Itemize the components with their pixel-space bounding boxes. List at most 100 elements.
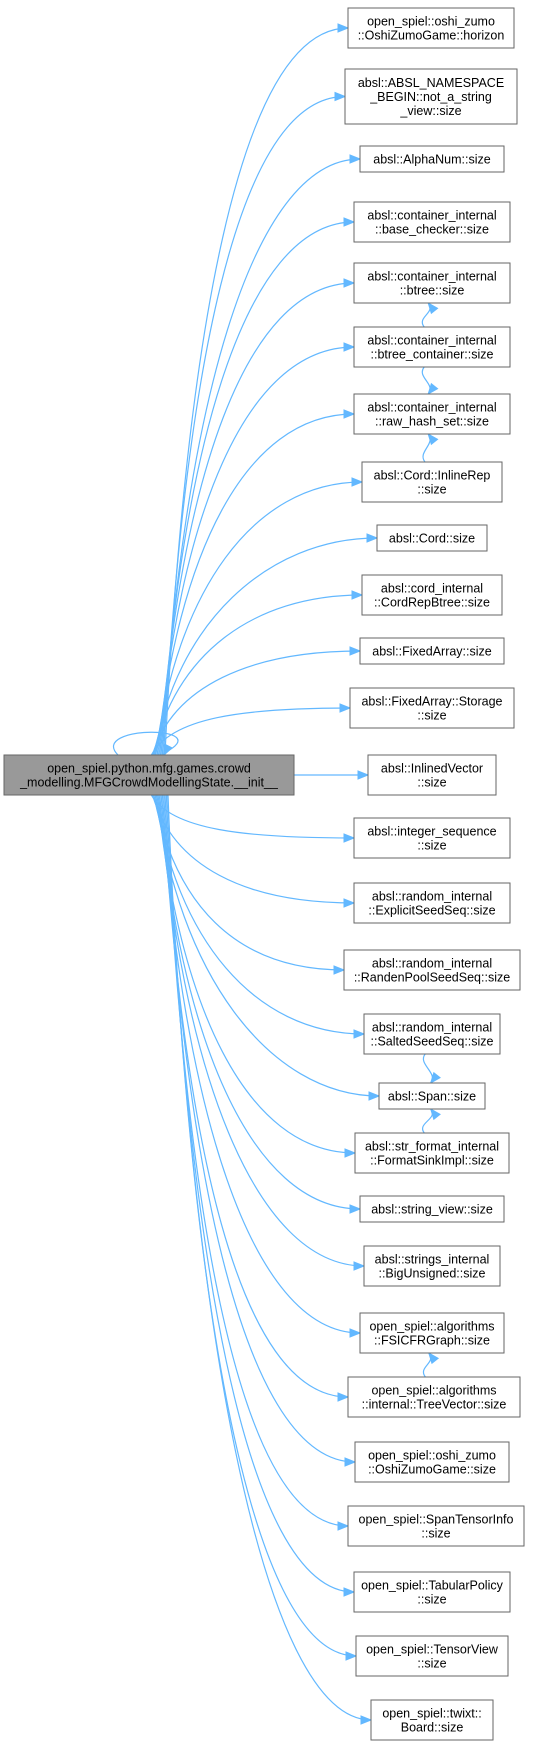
edge-root-n9 xyxy=(153,590,364,756)
node-label-line: absl::AlphaNum::size xyxy=(373,153,490,167)
edge-root-n7 xyxy=(155,477,364,756)
node-n7[interactable]: absl::Cord::InlineRep::size xyxy=(361,461,503,503)
edge-arrowhead xyxy=(349,1328,362,1338)
edge-arrowhead xyxy=(353,1261,366,1271)
node-n3[interactable]: absl::container_internal::base_checker::… xyxy=(353,201,511,243)
node-box xyxy=(349,687,515,729)
node-label-line: ::RandenPoolSeedSeq::size xyxy=(354,971,510,985)
edge-arrowhead xyxy=(343,278,356,288)
edge-arrowhead xyxy=(339,703,352,713)
node-label-line: open_spiel::TensorView xyxy=(366,1643,499,1657)
node-box xyxy=(359,1312,505,1354)
node-label-line: ::CordRepBtree::size xyxy=(374,596,490,610)
node-n12[interactable]: absl::InlinedVector::size xyxy=(367,754,497,796)
node-label-line: ::size xyxy=(417,483,446,497)
edge-n16-n17 xyxy=(422,1053,441,1085)
node-n26[interactable]: open_spiel::TensorView::size xyxy=(355,1635,509,1677)
edge-arrowhead xyxy=(360,1715,373,1725)
node-n27[interactable]: open_spiel::twixt::Board::size xyxy=(370,1699,494,1741)
node-n2[interactable]: absl::AlphaNum::size xyxy=(359,145,505,173)
node-n10[interactable]: absl::FixedArray::size xyxy=(359,637,505,665)
node-label-line: absl::random_internal xyxy=(372,1021,492,1035)
node-n11[interactable]: absl::FixedArray::Storage::size xyxy=(349,687,515,729)
node-label-line: absl::string_view::size xyxy=(371,1203,493,1217)
edge-root-n22 xyxy=(161,794,350,1402)
node-n6[interactable]: absl::container_internal::raw_hash_set::… xyxy=(353,393,511,435)
node-box xyxy=(367,754,497,796)
node-box xyxy=(353,393,511,435)
edge-root-n10 xyxy=(151,646,362,756)
node-label-line: ::size xyxy=(417,1593,446,1607)
node-label-line: ::SaltedSeedSeq::size xyxy=(371,1035,494,1049)
node-label-line: open_spiel::algorithms xyxy=(369,1320,494,1334)
node-label-line: open_spiel::algorithms xyxy=(371,1384,496,1398)
node-n14[interactable]: absl::random_internal::ExplicitSeedSeq::… xyxy=(353,882,511,924)
root-node[interactable]: open_spiel.python.mfg.games.crowd_modell… xyxy=(3,754,295,796)
node-label-line: absl::InlinedVector xyxy=(381,762,483,776)
node-label-line: ::btree::size xyxy=(400,284,465,298)
node-label-line: absl::strings_internal xyxy=(375,1253,490,1267)
node-box xyxy=(359,637,505,665)
node-box xyxy=(353,817,511,859)
node-n24[interactable]: open_spiel::SpanTensorInfo::size xyxy=(347,1505,525,1547)
edge-n18-n17 xyxy=(422,1107,441,1134)
node-box xyxy=(353,201,511,243)
edge-arrowhead xyxy=(351,590,364,600)
edge-root-n12 xyxy=(294,770,370,780)
edge-root-n6 xyxy=(156,409,356,756)
node-n25[interactable]: open_spiel::TabularPolicy::size xyxy=(353,1571,511,1613)
node-n16[interactable]: absl::random_internal::SaltedSeedSeq::si… xyxy=(363,1013,501,1055)
edge-root-n27 xyxy=(167,794,373,1725)
node-box xyxy=(378,1082,486,1110)
node-n18[interactable]: absl::str_format_internal::FormatSinkImp… xyxy=(354,1132,510,1174)
node-n8[interactable]: absl::Cord::size xyxy=(376,524,488,552)
node-label-line: ::size xyxy=(417,709,446,723)
node-box xyxy=(361,461,503,503)
node-n21[interactable]: open_spiel::algorithms::FSICFRGraph::siz… xyxy=(359,1312,505,1354)
node-n4[interactable]: absl::container_internal::btree::size xyxy=(353,262,511,304)
edge-root-n5 xyxy=(157,342,356,756)
edge-root-n13 xyxy=(150,794,356,843)
node-n0[interactable]: open_spiel::oshi_zumo::OshiZumoGame::hor… xyxy=(347,7,515,49)
node-n13[interactable]: absl::integer_sequence::size xyxy=(353,817,511,859)
edge-n7-n6 xyxy=(422,432,439,463)
node-box xyxy=(353,1571,511,1613)
node-label-line: ::btree_container::size xyxy=(371,348,494,362)
node-box xyxy=(359,1195,505,1223)
edge-arrowhead xyxy=(351,477,364,487)
edge-root-n14 xyxy=(151,794,356,908)
node-n20[interactable]: absl::strings_internal::BigUnsigned::siz… xyxy=(363,1245,501,1287)
node-n22[interactable]: open_spiel::algorithms::internal::TreeVe… xyxy=(347,1376,521,1418)
node-box xyxy=(363,1245,501,1287)
node-box xyxy=(347,1376,521,1418)
node-label-line: _BEGIN::not_a_string xyxy=(369,90,492,104)
node-box xyxy=(354,1441,510,1483)
edge-root-n8 xyxy=(154,533,379,756)
edge-arrowhead xyxy=(343,898,356,908)
edges-layer xyxy=(113,23,441,1725)
node-n1[interactable]: absl::ABSL_NAMESPACE_BEGIN::not_a_string… xyxy=(344,68,518,125)
edge-arrowhead xyxy=(344,1457,357,1467)
node-label-line: absl::FixedArray::size xyxy=(372,645,492,659)
edge-root-n4 xyxy=(159,278,356,756)
edge-arrowhead xyxy=(344,1148,357,1158)
edge-arrowhead xyxy=(353,1029,366,1039)
node-n23[interactable]: open_spiel::oshi_zumo::OshiZumoGame::siz… xyxy=(354,1441,510,1483)
node-n15[interactable]: absl::random_internal::RandenPoolSeedSeq… xyxy=(343,949,521,991)
node-n19[interactable]: absl::string_view::size xyxy=(359,1195,505,1223)
edge-arrowhead xyxy=(334,91,347,102)
node-n5[interactable]: absl::container_internal::btree_containe… xyxy=(353,326,511,368)
node-box xyxy=(347,7,515,49)
edge-arrowhead xyxy=(349,646,362,656)
node-label-line: ::BigUnsigned::size xyxy=(378,1267,485,1281)
edge-arrowhead xyxy=(429,1107,441,1121)
node-n9[interactable]: absl::cord_internal::CordRepBtree::size xyxy=(361,574,503,616)
node-box xyxy=(370,1699,494,1741)
edge-arrowhead xyxy=(343,217,356,227)
edge-n5-n4 xyxy=(421,301,439,328)
node-box xyxy=(347,1505,525,1547)
edge-arrowhead xyxy=(343,342,356,352)
node-label-line: ::size xyxy=(417,839,446,853)
node-label-line: absl::FixedArray::Storage xyxy=(361,695,502,709)
node-n17[interactable]: absl::Span::size xyxy=(378,1082,486,1110)
